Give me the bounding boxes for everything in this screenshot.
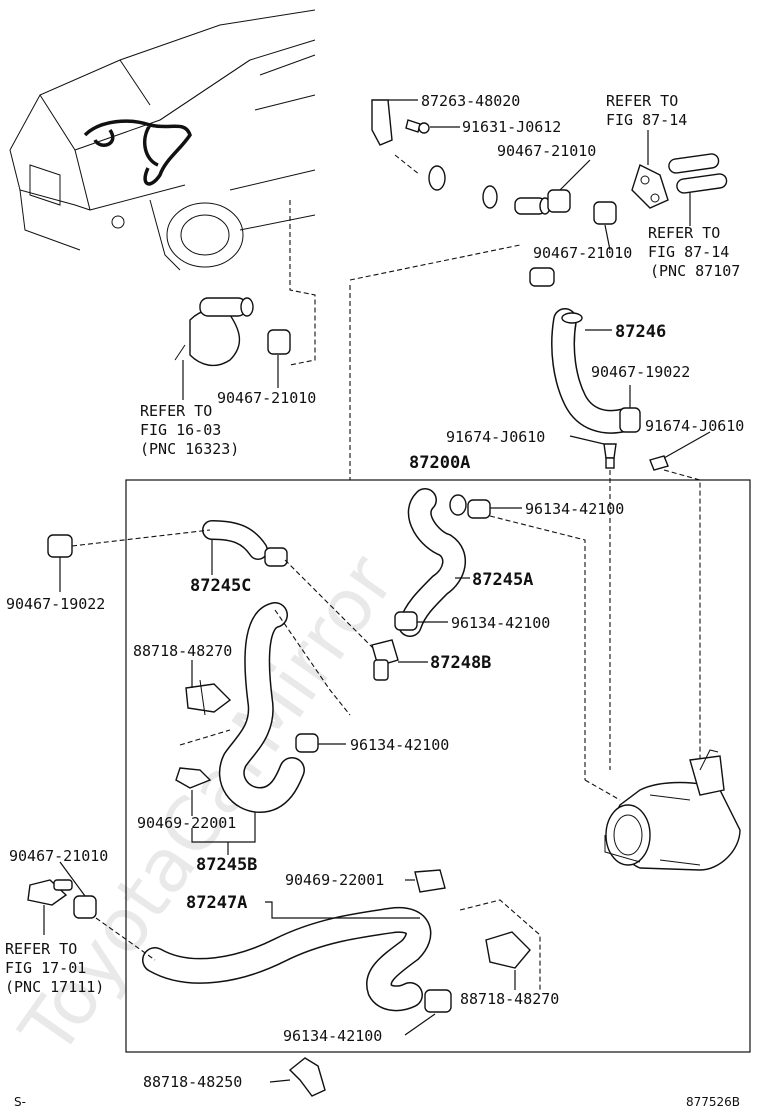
label-refer-87-14-a-line2: FIG 87-14 [606,111,687,129]
heater-unit [584,749,741,871]
label-refer-87-14-b-line3: (PNC 87107 [650,262,740,280]
clamp-88718-b [459,899,541,990]
clamp-96134-d [404,989,452,1036]
clamp-96134-b [394,611,448,631]
label-87248b: 87248B [430,653,491,673]
label-90467-19022-a: 90467-19022 [591,363,690,381]
label-refer-16-03-line3: (PNC 16323) [140,440,239,458]
label-91674-j0610-a: 91674-J0610 [446,428,545,446]
vehicle-illustration [9,9,316,271]
label-87245c: 87245C [190,576,251,596]
label-91674-j0610-b: 91674-J0610 [645,417,744,435]
bolt-91674-a [569,435,617,469]
label-refer-16-03-line2: FIG 16-03 [140,421,221,439]
label-refer-16-03-line1: REFER TO [140,402,212,420]
label-90467-21010-d: 90467-21010 [9,847,108,865]
clamp-90467-19022-a [619,385,641,433]
label-88718-48250: 88718-48250 [143,1073,242,1091]
clamp-88718-48250 [269,1057,326,1097]
clamp-90469-a [175,767,212,816]
bolt-91631 [405,119,460,134]
label-87247a: 87247A [186,893,247,913]
label-90467-19022-b: 90467-19022 [6,595,105,613]
hose-87246 [529,267,637,434]
hose-87245A [398,488,470,637]
label-87245b: 87245B [196,855,257,875]
bolt-91674-b [649,431,711,471]
label-96134-42100-c: 96134-42100 [350,736,449,754]
clamp-90467-c [267,329,291,388]
label-96134-42100-a: 96134-42100 [525,500,624,518]
label-refer-87-14-a-line1: REFER TO [606,92,678,110]
upper-hose [290,158,587,345]
label-87200a: 87200A [409,453,470,473]
figure-number: 877526B [686,1095,740,1109]
hose-87247A [142,906,432,1012]
hose-87245C [202,520,288,575]
label-refer-17-01-line1: REFER TO [5,940,77,958]
label-refer-87-14-b-line1: REFER TO [648,224,720,242]
label-88718-48270-b: 88718-48270 [460,990,559,1008]
label-87246: 87246 [615,322,666,342]
pipe-17-01 [27,861,156,961]
clamp-96134-c [295,733,346,753]
bracket-87263 [371,99,418,146]
footer-prefix: S- [14,1095,26,1109]
clamp-90467-b [593,201,617,251]
outlet-pipe [514,197,551,215]
clamp-90469-b [405,869,446,893]
label-88718-48270-a: 88718-48270 [133,642,232,660]
label-refer-17-01-line2: FIG 17-01 [5,959,86,977]
assembly-box-87200A [125,479,751,1053]
label-96134-42100-b: 96134-42100 [451,614,550,632]
clamp-88718-a [179,660,232,746]
label-refer-87-14-b-line2: FIG 87-14 [648,243,729,261]
label-96134-42100-d: 96134-42100 [283,1027,382,1045]
label-90467-21010-a: 90467-21010 [497,142,596,160]
connector-87-14 [631,130,728,226]
clamp-90467-a [547,159,591,213]
pipe-16-03 [174,297,254,367]
label-87263-48020: 87263-48020 [421,92,520,110]
label-87245a: 87245A [472,570,533,590]
clamp-96134-a [467,499,586,780]
label-90469-22001-a: 90469-22001 [137,814,236,832]
label-90469-22001-b: 90469-22001 [285,871,384,889]
label-90467-21010-c: 90467-21010 [217,389,316,407]
clamp-90467-19022-b [47,529,211,592]
label-91631-j0612: 91631-J0612 [462,118,561,136]
label-90467-21010-b: 90467-21010 [533,244,632,262]
hose-87245B [218,602,351,814]
label-refer-17-01-line3: (PNC 17111) [5,978,104,996]
connector-87248B [284,559,428,681]
